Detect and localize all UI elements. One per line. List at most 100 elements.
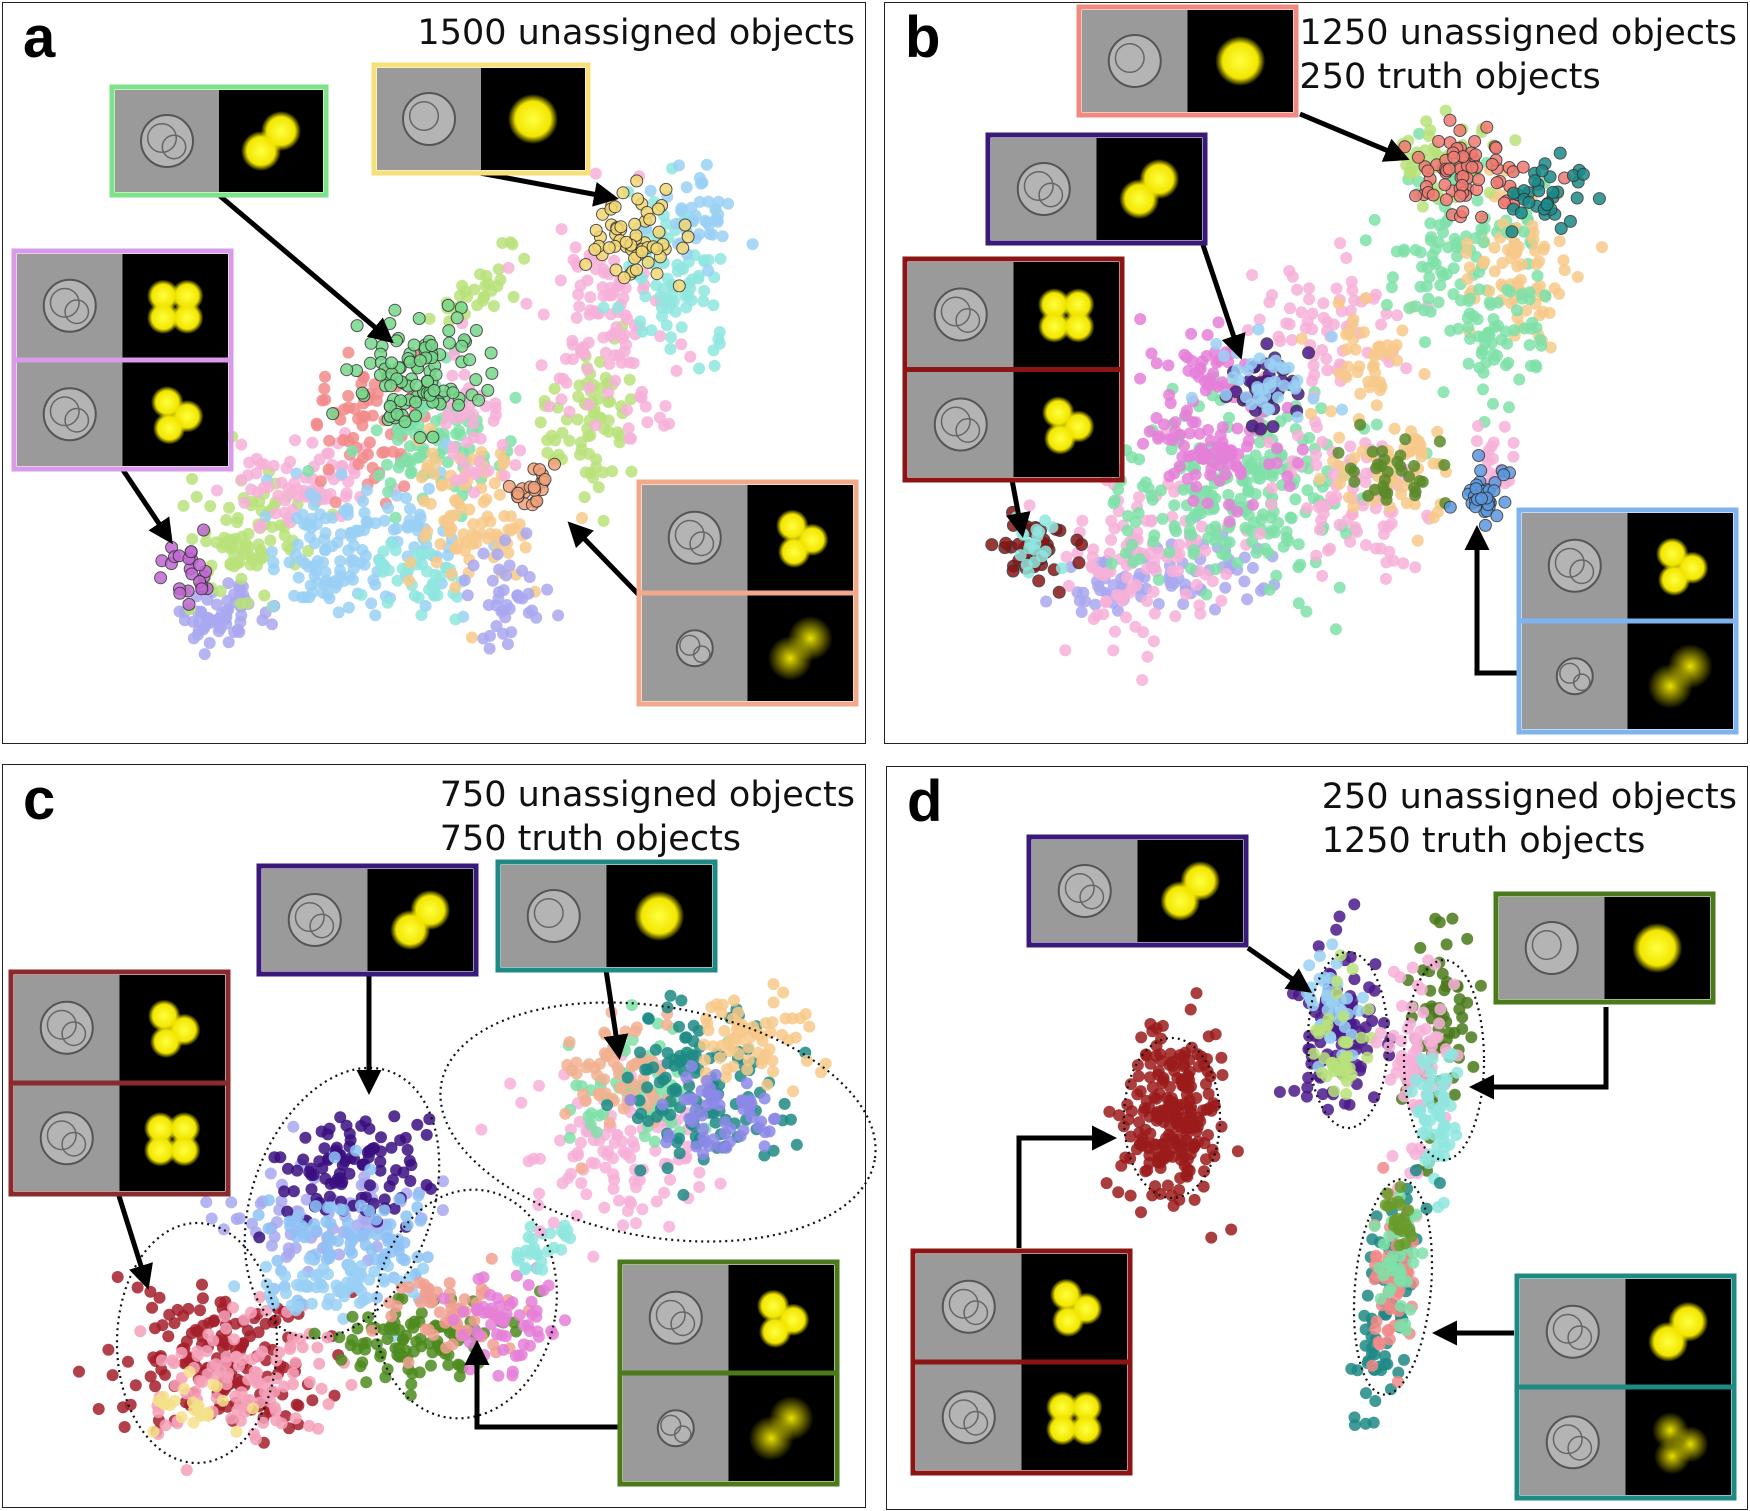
data-point: [1348, 898, 1361, 911]
data-point: [641, 416, 654, 429]
data-point: [382, 502, 395, 514]
data-point: [1146, 493, 1159, 506]
data-point: [262, 480, 275, 493]
data-point: [1190, 987, 1203, 1000]
data-point: [575, 1162, 588, 1175]
data-point: [1570, 191, 1584, 205]
data-point: [497, 1343, 510, 1356]
data-point: [611, 301, 624, 314]
data-point: [1152, 598, 1165, 610]
data-point: [1172, 564, 1185, 577]
data-point: [233, 1212, 246, 1225]
data-point: [389, 544, 402, 557]
data-point: [443, 526, 456, 539]
data-point: [212, 625, 225, 638]
data-point: [1209, 535, 1222, 548]
data-point: [1347, 501, 1360, 514]
data-point: [1209, 520, 1222, 533]
data-point: [999, 536, 1013, 550]
data-point: [1359, 292, 1372, 305]
data-point: [341, 508, 354, 521]
data-point: [1340, 371, 1353, 383]
data-point: [1503, 285, 1516, 298]
data-point: [1395, 464, 1408, 477]
data-point: [1436, 967, 1449, 980]
data-point: [218, 1310, 231, 1323]
data-point: [1429, 145, 1441, 158]
data-point: [1417, 1006, 1430, 1019]
data-point: [1205, 462, 1218, 475]
data-point: [378, 514, 391, 527]
data-point: [758, 1092, 771, 1105]
data-point: [298, 1222, 310, 1234]
data-point: [1487, 397, 1499, 410]
data-point: [1137, 480, 1149, 493]
data-point: [238, 496, 251, 509]
data-point: [392, 1342, 405, 1355]
data-point: [365, 597, 378, 610]
data-point: [1437, 1196, 1450, 1209]
data-point: [1270, 569, 1283, 582]
data-point: [278, 1185, 291, 1198]
data-point: [803, 1020, 816, 1033]
point-cluster: [1443, 449, 1516, 532]
data-point: [1490, 176, 1504, 190]
data-point: [650, 279, 663, 292]
data-point: [1288, 379, 1301, 392]
data-point: [493, 488, 506, 501]
data-point: [447, 441, 460, 453]
data-point: [302, 545, 315, 557]
data-point: [421, 374, 435, 388]
data-point: [1272, 391, 1284, 404]
data-point: [559, 1107, 572, 1120]
data-point: [1185, 529, 1198, 541]
data-point: [154, 571, 168, 585]
data-point: [1426, 188, 1440, 202]
data-point: [1438, 1095, 1451, 1108]
data-point: [328, 575, 341, 588]
data-point: [563, 405, 576, 418]
data-point: [1125, 451, 1138, 464]
data-point: [1272, 330, 1285, 343]
data-point: [1395, 488, 1408, 501]
data-point: [685, 1060, 698, 1073]
data-point: [512, 1254, 525, 1267]
data-point: [305, 1297, 318, 1310]
data-point: [1370, 1251, 1383, 1264]
panel-caption-d: 250 unassigned objects 1250 truth object…: [1322, 775, 1737, 864]
data-point: [1169, 416, 1182, 429]
data-point: [391, 433, 404, 446]
data-point: [537, 1284, 550, 1297]
data-point: [267, 1316, 280, 1329]
data-point: [486, 574, 499, 587]
point-cluster: [458, 527, 565, 655]
data-point: [1299, 322, 1312, 335]
data-point: [1187, 547, 1200, 560]
data-point: [467, 417, 480, 430]
data-point: [502, 261, 515, 274]
data-point: [565, 1167, 577, 1180]
data-point: [1263, 296, 1276, 309]
data-point: [1075, 538, 1089, 551]
data-point: [1419, 1128, 1432, 1141]
data-point: [1154, 1048, 1167, 1061]
data-point: [1292, 538, 1305, 551]
data-point: [652, 225, 666, 239]
data-point: [1384, 1282, 1397, 1295]
data-point: [322, 447, 335, 460]
data-point: [1219, 549, 1232, 562]
data-point: [284, 1343, 296, 1355]
data-point: [190, 490, 203, 503]
data-point: [1357, 499, 1369, 512]
data-point: [243, 456, 256, 469]
data-point: [316, 394, 329, 407]
data-point: [326, 407, 340, 421]
data-point: [1145, 347, 1158, 360]
data-point: [648, 1135, 661, 1148]
data-point: [1399, 1218, 1412, 1231]
data-point: [404, 1175, 417, 1187]
data-point: [482, 464, 495, 477]
data-point: [315, 1382, 328, 1395]
data-point: [412, 312, 426, 325]
data-point: [356, 1356, 369, 1369]
